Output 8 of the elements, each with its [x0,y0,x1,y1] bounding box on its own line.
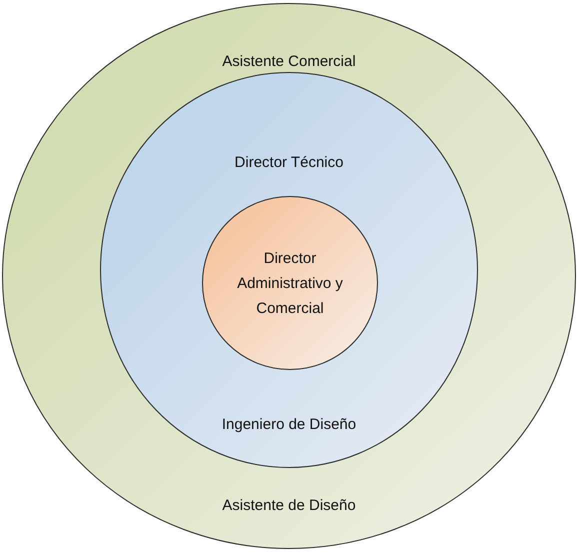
role-label: Asistente Comercial [222,52,356,72]
circle-layer [202,196,378,370]
role-label: Director Técnico [234,153,344,173]
circle-layer [100,72,478,468]
circle-layer [2,3,576,549]
role-label: Ingeniero de Diseño [222,415,356,435]
role-label: Director Administrativo y Comercial [236,249,344,319]
role-label: Asistente de Diseño [222,496,356,516]
